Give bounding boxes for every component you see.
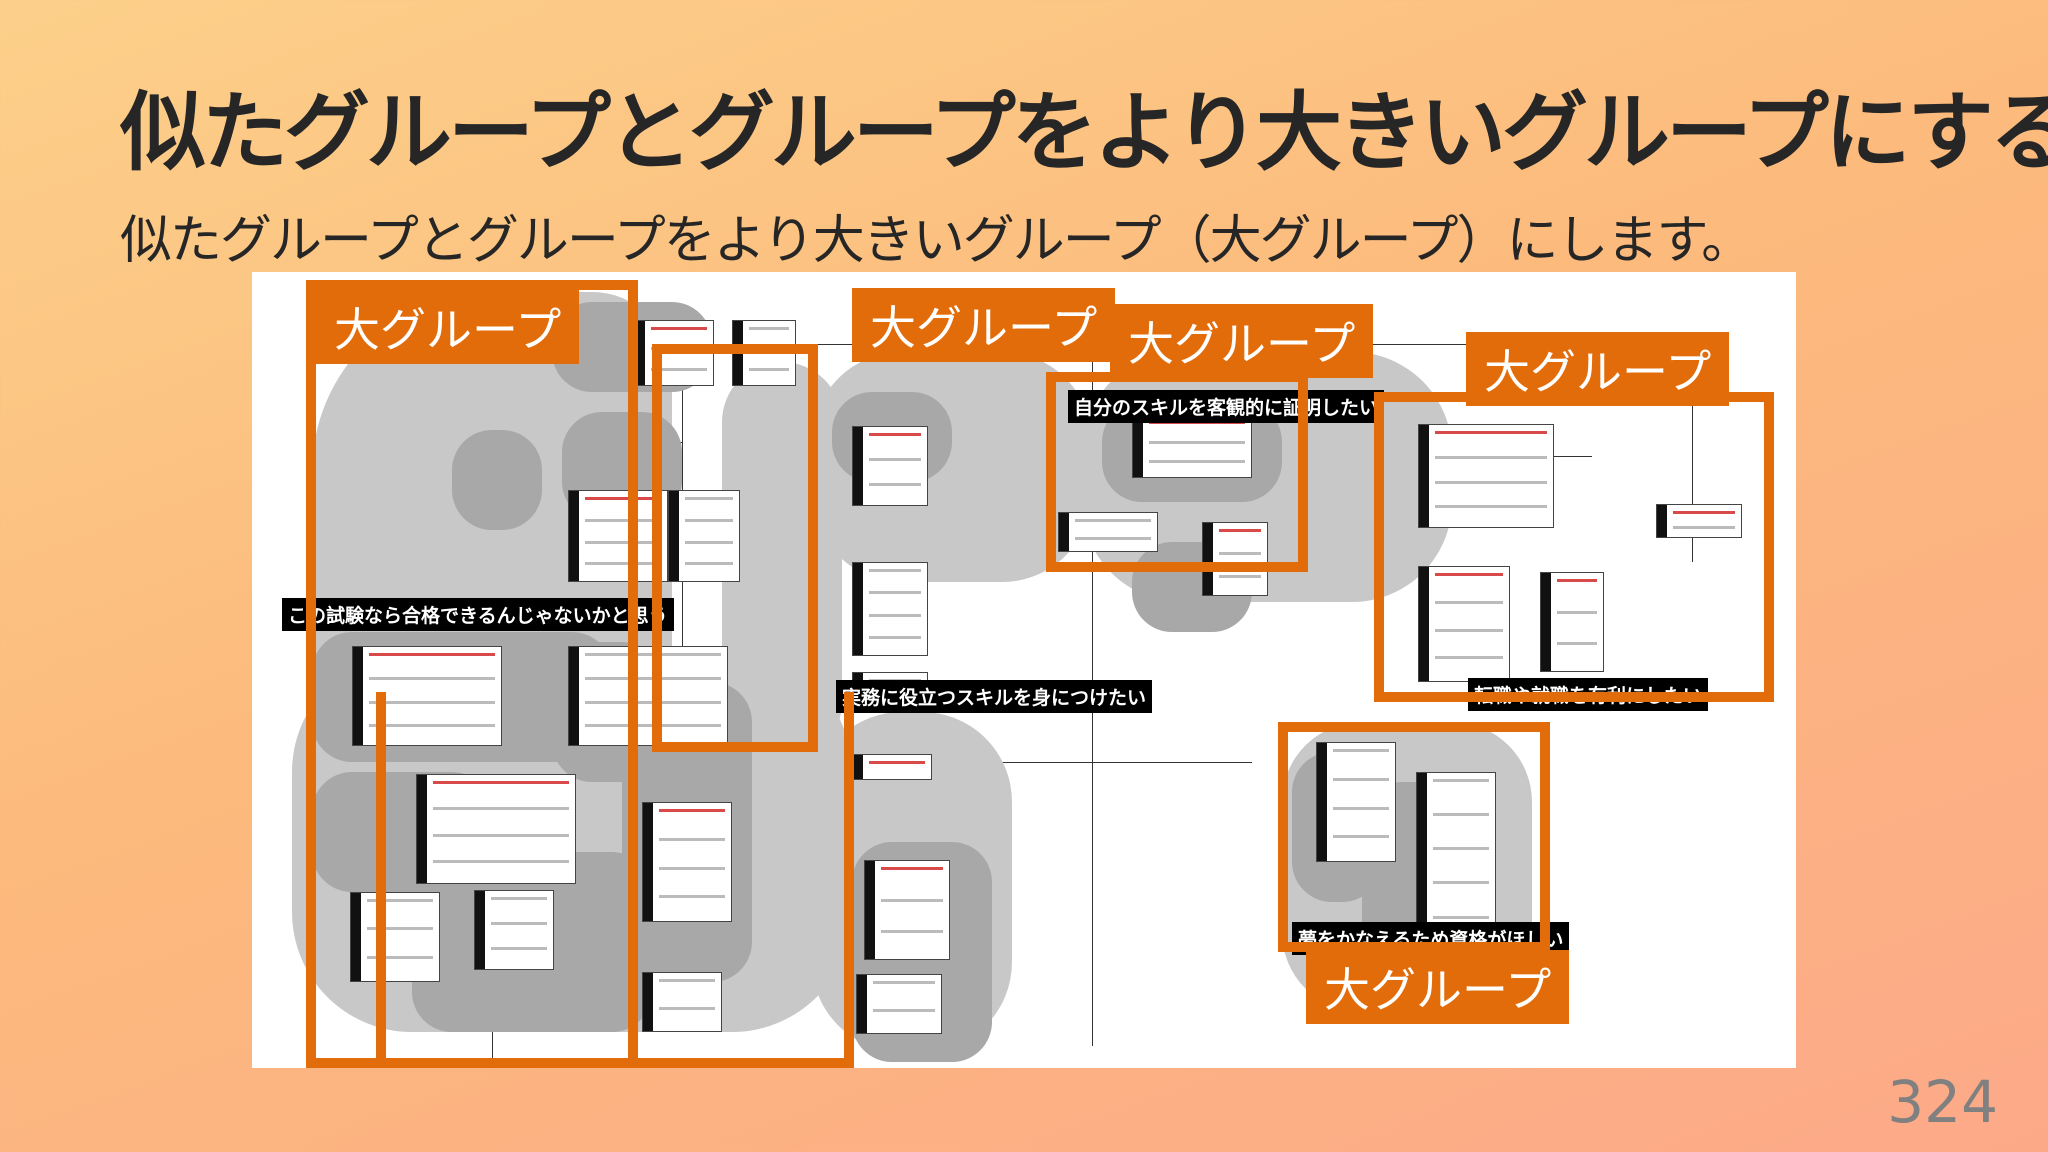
large-group-outline (376, 692, 854, 1068)
note-card (1418, 424, 1554, 528)
large-group-tag: 大グループ (1466, 332, 1730, 406)
note-card (1316, 742, 1396, 862)
large-group-outline (1374, 392, 1774, 702)
affinity-diagram-canvas: この試験なら合格できるんじゃないかと思う 実務に役立つスキルを身につけたい 自分… (252, 272, 1796, 1068)
large-group-tag: 大グループ (316, 290, 580, 364)
note-card (668, 490, 740, 582)
note-card (642, 802, 732, 922)
note-card (568, 490, 668, 582)
note-card (1418, 566, 1510, 682)
note-card (852, 754, 932, 780)
note-card (474, 890, 554, 970)
note-card (856, 974, 942, 1034)
large-group-outline (1278, 722, 1550, 952)
heading-strip-practical-skills: 実務に役立つスキルを身につけたい (836, 680, 1153, 713)
note-card (642, 972, 722, 1032)
note-card (1058, 512, 1158, 552)
large-group-tag: 大グループ (852, 288, 1116, 362)
heading-strip-pass-exam: この試験なら合格できるんじゃないかと思う (282, 598, 674, 631)
note-card (416, 774, 576, 884)
note-card (1656, 504, 1742, 538)
note-card (1132, 414, 1252, 478)
note-card (568, 646, 728, 746)
small-group-blob (452, 430, 542, 530)
large-group-tag: 大グループ (1110, 304, 1374, 378)
note-card (350, 892, 440, 982)
large-group-outline (652, 344, 818, 752)
note-card (864, 860, 950, 960)
note-card (1202, 522, 1268, 596)
slide-title: 似たグループとグループをより大きいグループにする (120, 83, 2048, 183)
note-card (852, 426, 928, 506)
page-number: 324 (1887, 1068, 1998, 1136)
note-card (1540, 572, 1604, 672)
connector-line (1692, 402, 1693, 562)
large-group-outline (1046, 372, 1308, 572)
large-group-tag: 大グループ (1306, 950, 1570, 1024)
slide-subtitle: 似たグループとグループをより大きいグループ（大グループ）にします。 (120, 211, 1753, 271)
note-card (852, 562, 928, 656)
